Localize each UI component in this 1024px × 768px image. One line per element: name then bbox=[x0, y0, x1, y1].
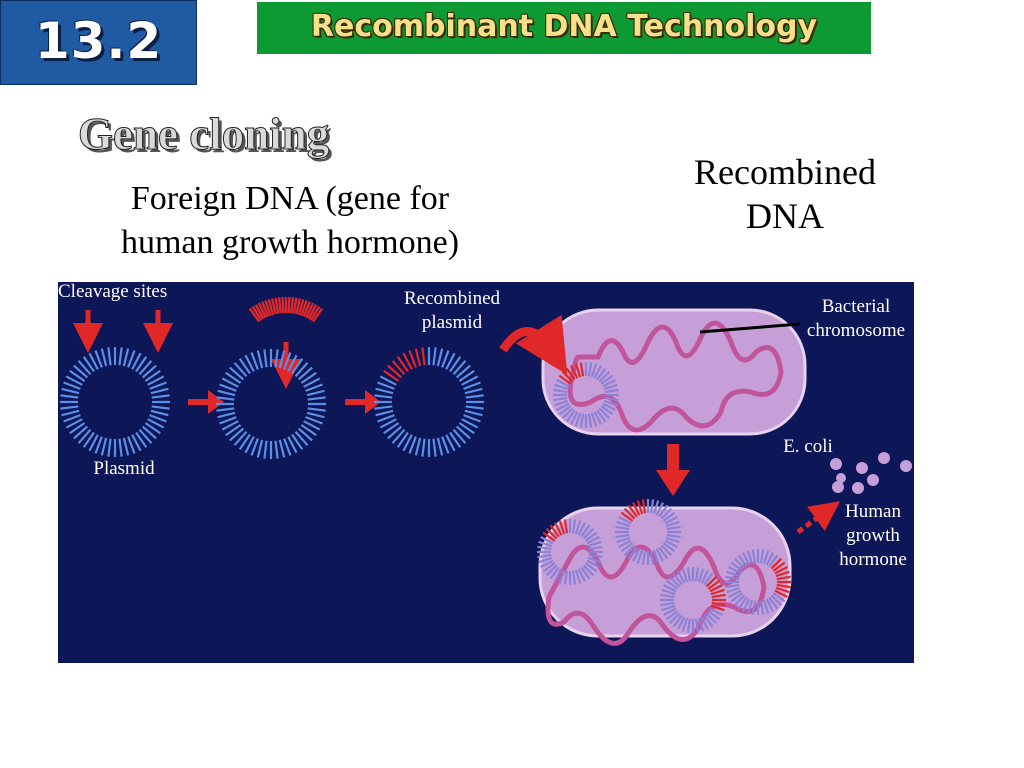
plasmid-in-cell-4 bbox=[660, 567, 726, 633]
section-number-box bbox=[0, 0, 197, 85]
recombined-dna-label: Recombined DNA bbox=[655, 150, 915, 238]
hormone-molecule bbox=[867, 474, 879, 486]
recombined-plasmid-label-line-2: plasmid bbox=[421, 312, 483, 333]
hormone-molecule bbox=[856, 462, 868, 474]
bacterial-chromosome-label: Bacterial chromosome bbox=[796, 295, 916, 343]
bacterial-chromosome-top bbox=[567, 320, 784, 433]
hormone-molecule bbox=[836, 473, 846, 483]
human-growth-hormone-label: Human growth hormone bbox=[828, 500, 918, 572]
title-bar bbox=[257, 2, 871, 54]
human-growth-hormone-label-line-3: hormone bbox=[839, 549, 907, 570]
arrow-1-icon bbox=[188, 390, 224, 414]
plasmid-in-cell-5 bbox=[725, 549, 791, 615]
foreign-dna-label: Foreign DNA (gene for human growth hormo… bbox=[70, 177, 510, 265]
section-title: Recombinant DNA Technology bbox=[310, 9, 818, 44]
human-growth-hormone-label-line-2: growth bbox=[846, 525, 900, 546]
arrow-insert-icon bbox=[499, 314, 568, 375]
recombined-plasmid-label: Recombined plasmid bbox=[378, 287, 526, 335]
bacterial-chromosome-label-line-2: chromosome bbox=[806, 320, 906, 341]
arrow-2-icon bbox=[345, 390, 381, 414]
hormone-molecule bbox=[830, 458, 842, 470]
recombined-plasmid-label-line-1: Recombined bbox=[403, 288, 501, 309]
hormone-secretion-arrow-icon bbox=[796, 501, 841, 535]
cleavage-sites-label: Cleavage sites bbox=[58, 281, 168, 302]
plasmid-rings bbox=[60, 297, 791, 633]
human-growth-hormone-label-line-1: Human bbox=[845, 501, 901, 522]
diagram-graphics bbox=[60, 297, 912, 646]
plasmid-in-cell-2 bbox=[537, 519, 603, 585]
hormone-molecule bbox=[878, 452, 890, 464]
hormone-molecule bbox=[852, 482, 864, 494]
slide-heading: Gene cloning bbox=[77, 109, 330, 160]
foreign-dna-label-line-2: human growth hormone) bbox=[120, 224, 460, 261]
chromosome-pointer-line bbox=[699, 322, 801, 334]
plasmid-in-cell-1 bbox=[553, 362, 619, 428]
recombined-plasmid-ring bbox=[374, 347, 484, 457]
recombined-dna-label-line-1: Recombined bbox=[694, 152, 876, 192]
arrow-down-icon bbox=[656, 444, 690, 496]
cut-plasmid-ring bbox=[216, 349, 326, 459]
e-coli-label: E. coli bbox=[783, 436, 833, 457]
plasmid-ring bbox=[60, 347, 170, 457]
plasmid-label: Plasmid bbox=[93, 458, 155, 479]
plasmid-in-cell-3 bbox=[615, 499, 681, 565]
bacterial-chromosome-label-line-1: Bacterial bbox=[821, 296, 891, 317]
recombined-dna-label-line-2: DNA bbox=[746, 196, 824, 236]
foreign-dna-label-line-1: Foreign DNA (gene for bbox=[130, 180, 450, 217]
gene-cloning-diagram: Cleavage sites Recombined plasmid Bacter… bbox=[58, 281, 916, 663]
hormone-molecule bbox=[832, 481, 844, 493]
foreign-gene-strand bbox=[248, 297, 324, 323]
hormone-molecule bbox=[900, 460, 912, 472]
section-number: 13.2 bbox=[34, 12, 163, 70]
